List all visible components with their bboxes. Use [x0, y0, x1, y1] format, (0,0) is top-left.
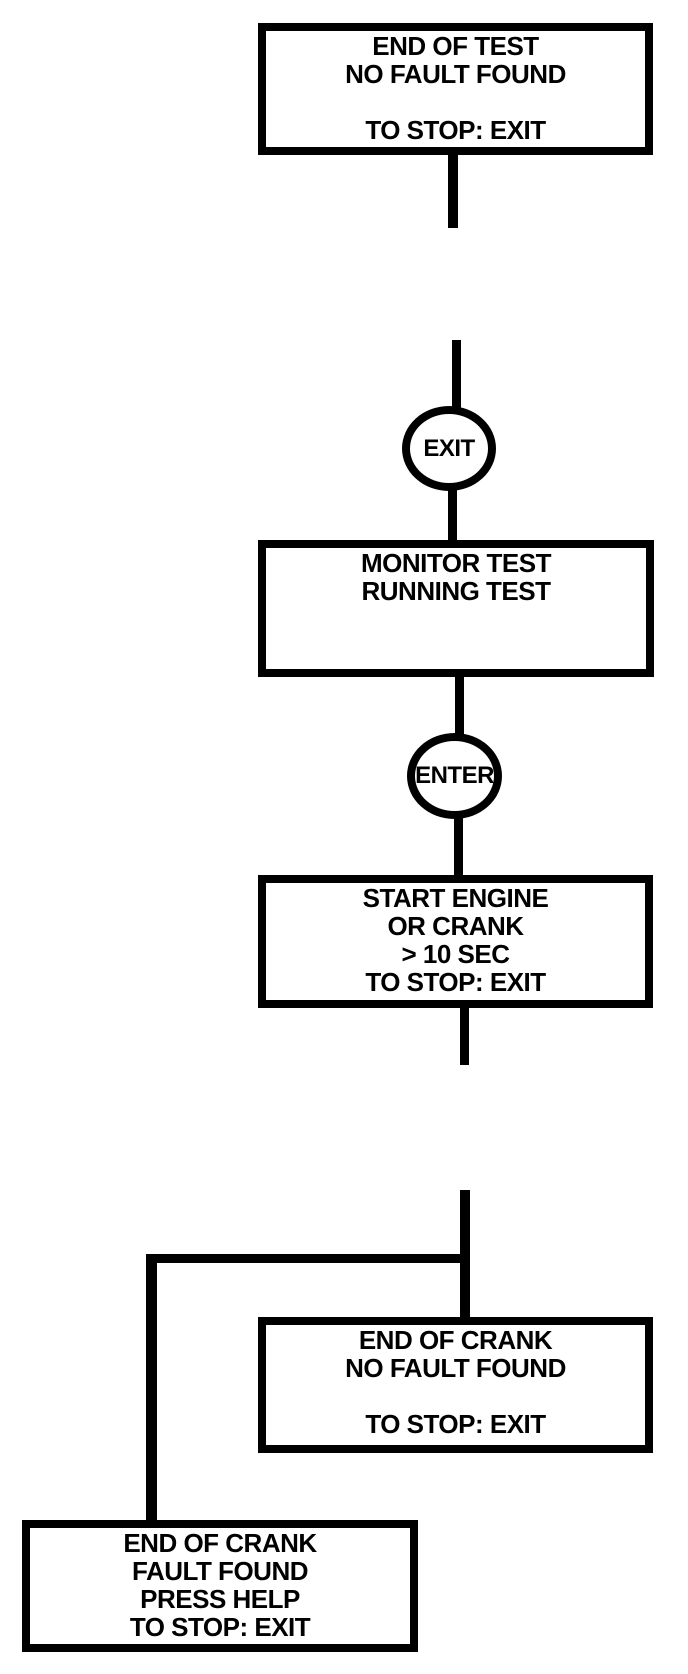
connector-exit-to-monitor	[448, 488, 457, 543]
node-text-line: END OF CRANK	[123, 1528, 317, 1558]
node-monitor-test: MONITOR TEST RUNNING TEST	[258, 540, 654, 677]
connector-monitor-to-enter	[455, 676, 464, 736]
node-text-line: NO FAULT FOUND	[345, 59, 566, 89]
node-text-line: PRESS HELP	[140, 1584, 300, 1614]
connector-below-start-engine	[460, 1008, 469, 1065]
node-end-of-test: END OF TEST NO FAULT FOUND TO STOP: EXIT	[258, 23, 653, 155]
node-text-line: TO STOP: EXIT	[365, 115, 546, 145]
node-text-line: END OF CRANK	[358, 1325, 553, 1355]
branch-horizontal-line	[146, 1254, 470, 1263]
node-text-line: NO FAULT FOUND	[345, 1353, 566, 1383]
node-text-line: START ENGINE	[362, 883, 549, 913]
connector-enter-to-start-engine	[454, 816, 463, 877]
node-text-line: OR CRANK	[387, 911, 524, 941]
exit-button-label: EXIT	[423, 434, 475, 462]
node-text-line	[266, 1382, 645, 1410]
node-end-of-crank-fault: END OF CRANK FAULT FOUND PRESS HELP TO S…	[22, 1520, 418, 1652]
node-exit-button: EXIT	[402, 406, 496, 491]
node-text-line	[266, 633, 646, 661]
node-text-line: RUNNING TEST	[361, 576, 552, 606]
node-text-line	[266, 605, 646, 633]
node-text-line: MONITOR TEST	[361, 548, 551, 578]
node-text-line: END OF TEST	[372, 31, 539, 61]
connector-above-exit-circle	[452, 340, 461, 408]
node-enter-button: ENTER	[407, 733, 502, 819]
node-text-line: TO STOP: EXIT	[129, 1612, 311, 1642]
node-text-line	[266, 88, 645, 116]
node-text-line: TO STOP: EXIT	[365, 1409, 546, 1439]
node-end-of-crank-no-fault: END OF CRANK NO FAULT FOUND TO STOP: EXI…	[258, 1317, 653, 1453]
branch-left-drop-line	[146, 1254, 157, 1520]
node-text-line: TO STOP: EXIT	[365, 967, 546, 997]
node-text-line: FAULT FOUND	[132, 1556, 309, 1586]
node-text-line: > 10 SEC	[401, 939, 510, 969]
connector-below-end-of-test	[448, 155, 458, 228]
enter-button-label: ENTER	[415, 762, 494, 789]
node-start-engine: START ENGINE OR CRANK > 10 SEC TO STOP: …	[258, 875, 653, 1008]
